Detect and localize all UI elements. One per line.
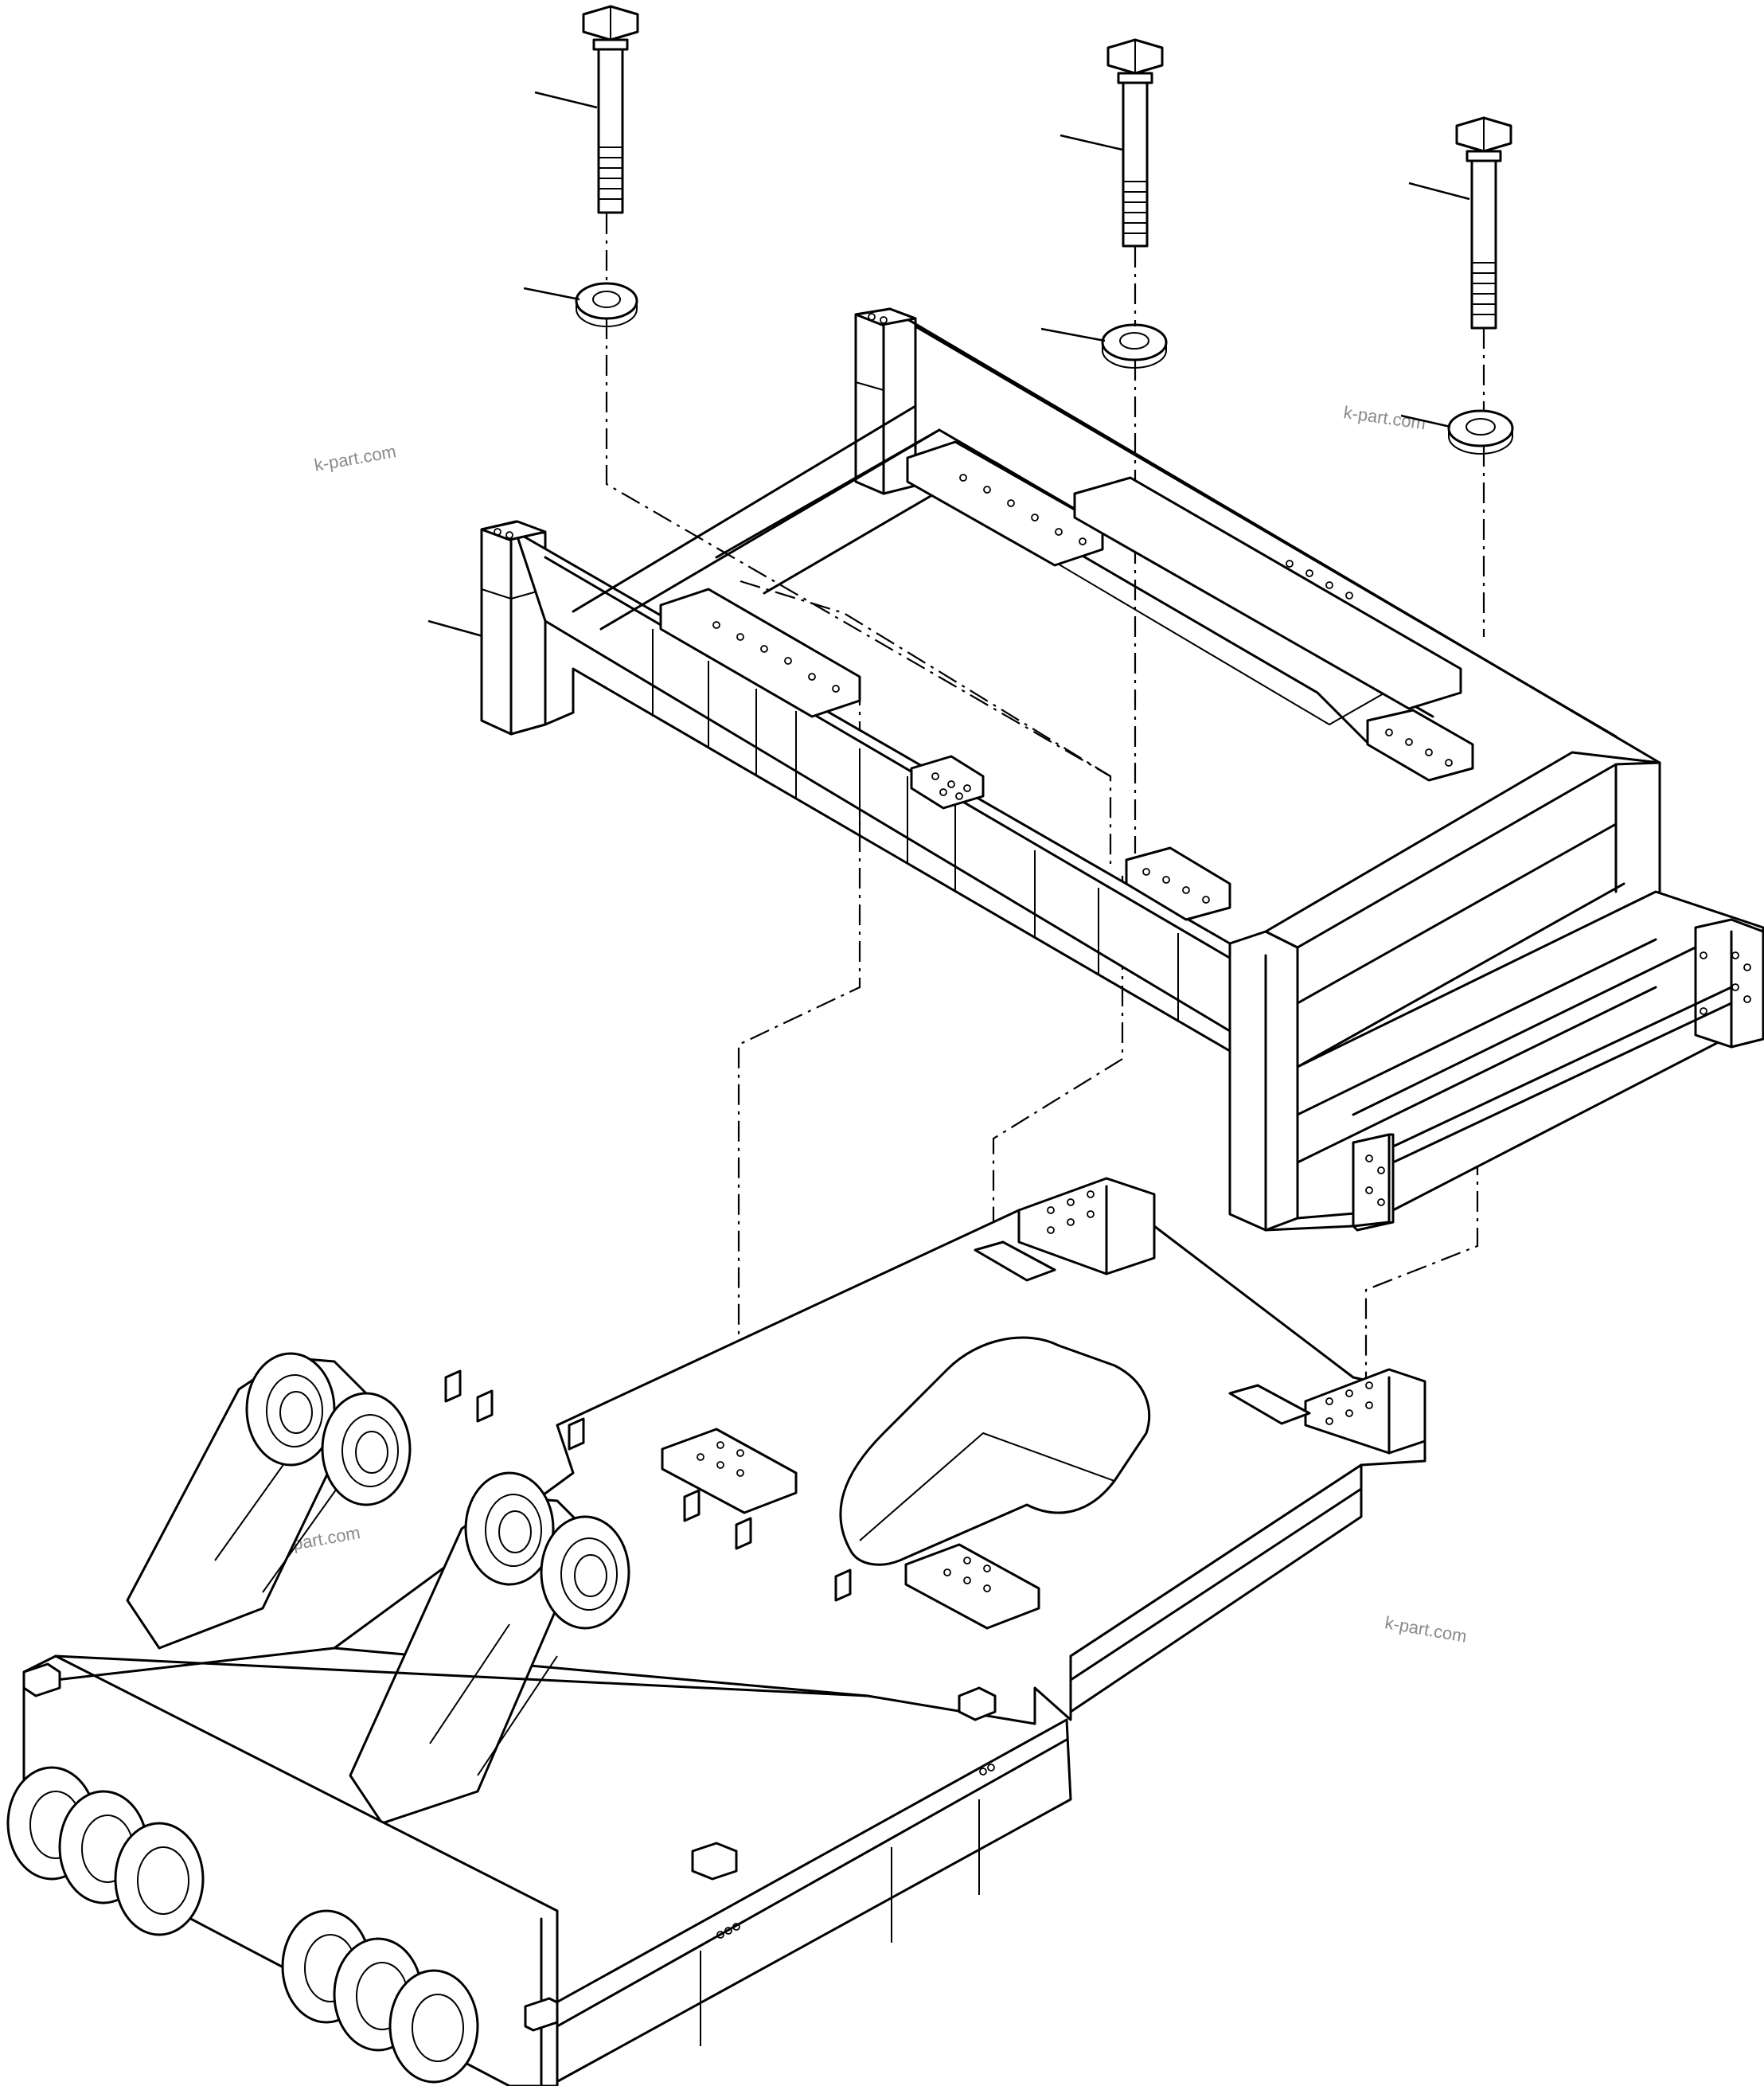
lower-main-frame xyxy=(6,1177,1426,2086)
bolt-middle xyxy=(1106,38,1164,248)
washer-right xyxy=(1447,409,1514,455)
lower-frame-holes xyxy=(697,1190,1373,1939)
upper-frame-holes xyxy=(494,313,1751,1206)
bolt-left xyxy=(582,5,639,214)
upper-subframe xyxy=(480,307,1764,1232)
bolt-right xyxy=(1455,116,1512,330)
